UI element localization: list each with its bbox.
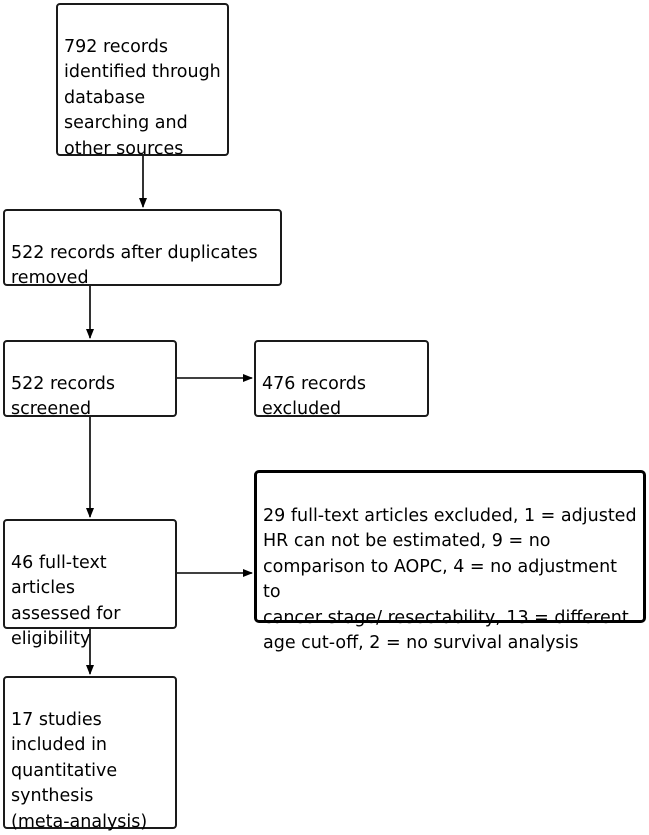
records-screened-text: 522 records screened	[11, 373, 115, 420]
fulltext-excluded-text: 29 full-text articles excluded, 1 = adju…	[263, 505, 637, 654]
fulltext-excluded-box: 29 full-text articles excluded, 1 = adju…	[254, 470, 646, 653]
records-screened-box: 522 records screened	[3, 340, 177, 420]
records-identified-box: 792 records identified through database …	[56, 3, 229, 159]
studies-included-text: 17 studies included in quantitative synt…	[11, 709, 148, 832]
records-deduplicated-text: 522 records after duplicates removed	[11, 242, 258, 289]
fulltext-assessed-text: 46 full-text articles assessed for eligi…	[11, 552, 121, 650]
records-identified-text: 792 records identified through database …	[64, 36, 221, 159]
records-deduplicated-box: 522 records after duplicates removed	[3, 209, 282, 289]
records-excluded-box: 476 records excluded	[254, 340, 429, 420]
records-excluded-text: 476 records excluded	[262, 373, 366, 420]
fulltext-assessed-box: 46 full-text articles assessed for eligi…	[3, 519, 177, 649]
studies-included-box: 17 studies included in quantitative synt…	[3, 676, 177, 832]
